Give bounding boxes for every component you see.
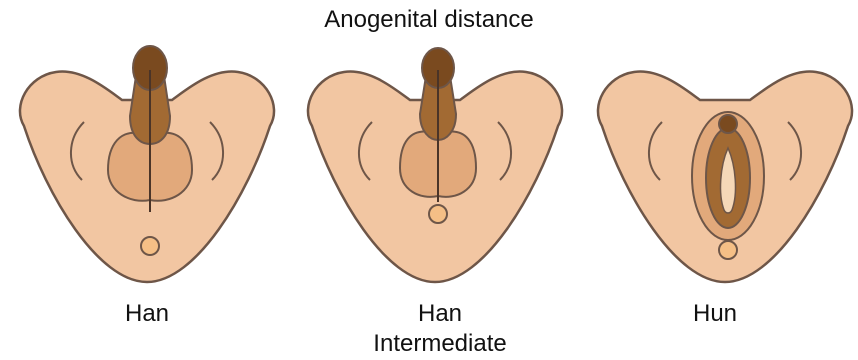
anus	[719, 241, 737, 259]
caption-intermediate-sublabel: Intermediate	[340, 329, 540, 359]
caption-intermediate-label: Han	[340, 299, 540, 329]
clitoris	[719, 115, 737, 133]
figure-female	[590, 44, 858, 284]
anus	[141, 237, 159, 255]
figure-intermediate	[300, 44, 570, 284]
scrotum-left	[400, 132, 438, 197]
anus	[429, 205, 447, 223]
figure-male	[12, 44, 282, 284]
diagram-title: Anogenital distance	[0, 6, 858, 34]
caption-male: Han	[97, 299, 197, 329]
scrotum-right	[438, 132, 476, 197]
caption-female: Hun	[665, 299, 765, 329]
caption-intermediate: Han Intermediate	[340, 299, 540, 359]
